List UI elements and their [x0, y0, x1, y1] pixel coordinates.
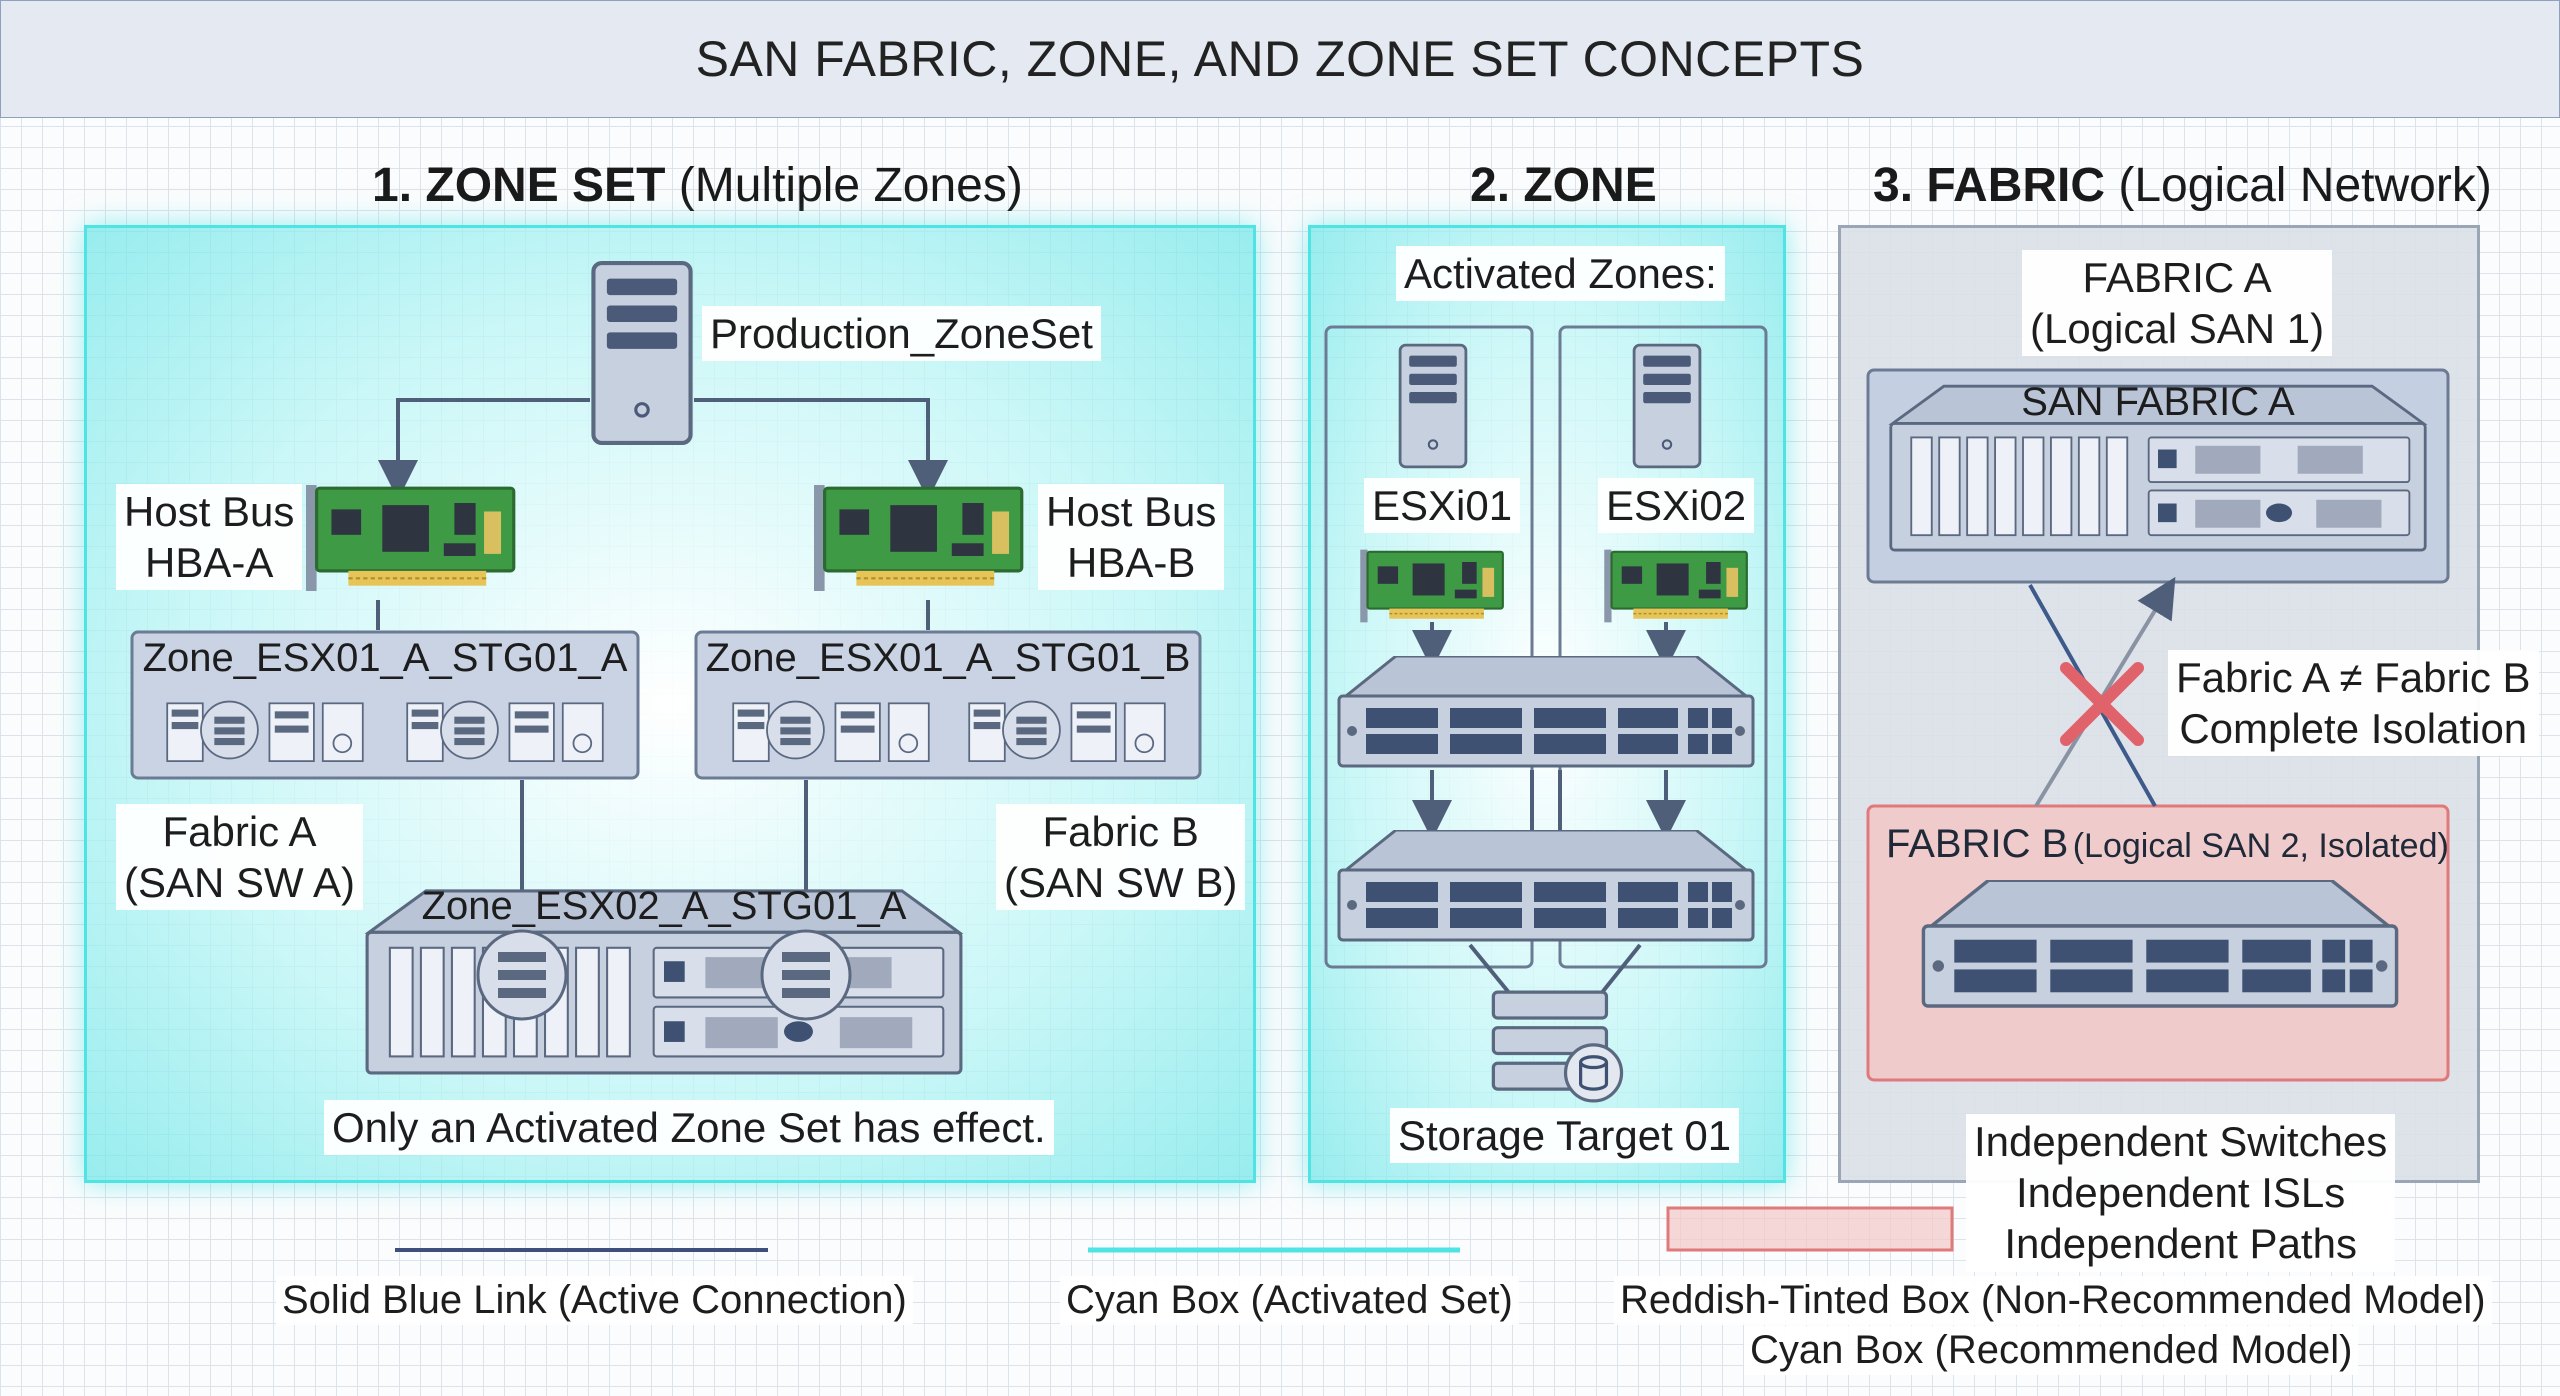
hba-a-line1: Host Bus [124, 488, 295, 535]
hba-a-line2: HBA-A [145, 539, 274, 587]
fabric-a-label: Fabric A (SAN SW A) [116, 804, 364, 911]
section-title-zone-set: 1. ZONE SET (Multiple Zones) [372, 158, 1023, 213]
fabric-a-line2: (SAN SW A) [124, 859, 356, 907]
zoneset-name-label: Production_ZoneSet [702, 306, 1101, 362]
network-switch-icon [1337, 656, 1755, 768]
fabric-b-line2: (SAN SW B) [1004, 859, 1238, 907]
fabric-a-logical-line2: (Logical SAN 1) [2030, 305, 2325, 353]
esxi02-label: ESXi02 [1598, 478, 1755, 534]
section-title-fabric: 3. FABRIC (Logical Network) [1873, 158, 2492, 213]
network-switch-icon [1337, 830, 1755, 942]
section-number: 1. ZONE SET [372, 159, 666, 212]
legend-cyan-box: Cyan Box (Activated Set) [1060, 1276, 1519, 1325]
fabric-b-title: FABRIC B (Logical SAN 2, Isolated) [1886, 822, 2449, 867]
zone-host2-outline [1558, 325, 1768, 969]
esxi02-server-icon [1632, 343, 1702, 469]
independent-line1: Independent Switches [1974, 1118, 2388, 1165]
hba-b-line2: HBA-B [1067, 539, 1196, 587]
section-subtitle: (Multiple Zones) [678, 159, 1023, 212]
zone-a-title: Zone_ESX01_A_STG01_A [142, 636, 628, 680]
hba-card-icon [814, 483, 1024, 593]
page-title-text: SAN FABRIC, ZONE, AND ZONE SET CONCEPTS [695, 31, 1865, 87]
hba-card-icon [1604, 548, 1748, 624]
storage-array-icon [1491, 990, 1624, 1103]
hba-b-label: Host Bus HBA-B [1038, 484, 1225, 591]
zone-c-magnify-icons [476, 929, 852, 1021]
hba-card-icon [306, 483, 516, 593]
storage-target-label: Storage Target 01 [1390, 1108, 1740, 1164]
section-number: 2. ZONE [1470, 159, 1657, 212]
zone-b-title: Zone_ESX01_A_STG01_B [705, 636, 1191, 680]
fabric-b-title-main: FABRIC B [1886, 822, 2069, 866]
fabric-a-logical-line1: FABRIC A [2082, 254, 2272, 301]
activated-zones-label: Activated Zones: [1396, 246, 1725, 302]
section-number: 3. FABRIC [1873, 159, 2106, 212]
legend-red-swatch [1666, 1206, 1954, 1252]
zone-host1-outline [1324, 325, 1534, 969]
san-fabric-a-title: SAN FABRIC A [2021, 380, 2295, 424]
legend-cyan-box-recommended: Cyan Box (Recommended Model) [1744, 1326, 2359, 1375]
hba-a-label: Host Bus HBA-A [116, 484, 303, 591]
legend-solid-link: Solid Blue Link (Active Connection) [276, 1276, 913, 1325]
isolation-label: Fabric A ≠ Fabric B Complete Isolation [2168, 650, 2539, 757]
fabric-b-title-sub: (Logical SAN 2, Isolated) [2072, 827, 2449, 865]
isolation-line2: Complete Isolation [2179, 705, 2528, 753]
section-title-zone: 2. ZONE [1470, 158, 1657, 213]
fabric-a-line1: Fabric A [162, 808, 317, 855]
isolation-line1: Fabric A ≠ Fabric B [2176, 654, 2531, 701]
hba-card-icon [1360, 548, 1504, 624]
hba-b-line1: Host Bus [1046, 488, 1217, 535]
zoneset-server-icon [593, 263, 690, 443]
section-subtitle: (Logical Network) [2118, 159, 2492, 212]
page-title: SAN FABRIC, ZONE, AND ZONE SET CONCEPTS [0, 0, 2560, 118]
fabric-a-logical-label: FABRIC A (Logical SAN 1) [2022, 250, 2333, 357]
fabric-b-line1: Fabric B [1042, 808, 1199, 855]
legend-red-box: Reddish-Tinted Box (Non-Recommended Mode… [1614, 1276, 2492, 1325]
zone-c-title: Zone_ESX02_A_STG01_A [421, 884, 907, 928]
esxi01-label: ESXi01 [1364, 478, 1521, 534]
independent-label: Independent Switches Independent ISLs In… [1966, 1114, 2396, 1272]
independent-line3: Independent Paths [2004, 1220, 2357, 1268]
independent-line2: Independent ISLs [2016, 1169, 2346, 1217]
esxi01-server-icon [1398, 343, 1468, 469]
fabric-b-label: Fabric B (SAN SW B) [996, 804, 1246, 911]
zoneset-note: Only an Activated Zone Set has effect. [324, 1100, 1054, 1156]
network-switch-icon [1921, 880, 2399, 1008]
zoneset-connector-lines [376, 398, 948, 890]
isolation-x-icon [2060, 662, 2144, 746]
